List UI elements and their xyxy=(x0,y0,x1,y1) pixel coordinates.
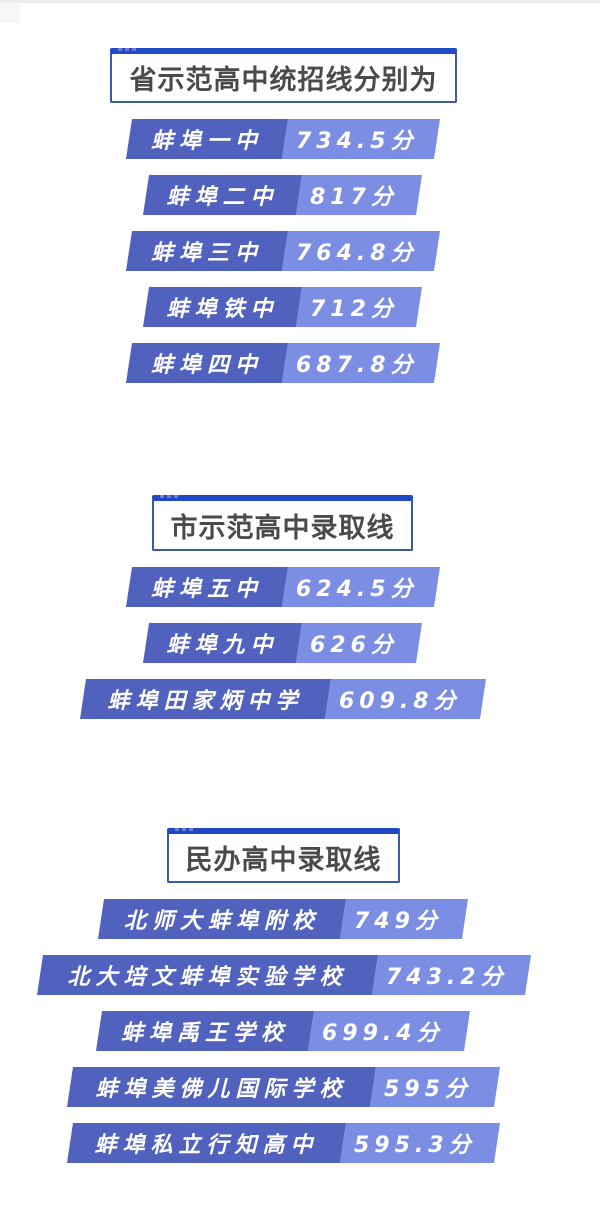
top-corner-block xyxy=(0,3,20,23)
school-name: 北师大蚌埠附校 xyxy=(98,899,346,939)
school-name: 蚌埠田家炳中学 xyxy=(80,679,331,719)
section-title-text: 民办高中录取线 xyxy=(185,845,382,876)
school-name: 蚌埠铁中 xyxy=(143,287,302,327)
section-title-text: 市示范高中录取线 xyxy=(170,512,395,544)
score-value: 626分 xyxy=(296,623,422,663)
score-row: 北大培文蚌埠实验学校 743.2分 xyxy=(37,955,531,995)
school-name: 蚌埠禹王学校 xyxy=(96,1011,314,1051)
title-dots-decoration xyxy=(118,48,136,51)
score-row: 蚌埠三中 764.8分 xyxy=(126,231,440,271)
score-row: 蚌埠四中 687.8分 xyxy=(126,343,440,383)
score-value: 764.8分 xyxy=(282,231,440,271)
school-name: 蚌埠三中 xyxy=(126,231,288,271)
score-row: 蚌埠禹王学校 699.4分 xyxy=(96,1011,470,1051)
score-row: 蚌埠私立行知高中 595.3分 xyxy=(67,1123,500,1163)
section-title-municipal: 市示范高中录取线 xyxy=(152,495,413,551)
title-dots-decoration xyxy=(175,828,193,831)
score-row: 蚌埠二中 817分 xyxy=(143,175,422,215)
school-name: 蚌埠九中 xyxy=(143,623,302,663)
school-name: 蚌埠私立行知高中 xyxy=(67,1123,346,1163)
school-name: 北大培文蚌埠实验学校 xyxy=(37,955,378,995)
school-name: 蚌埠一中 xyxy=(126,119,288,159)
section-title-private: 民办高中录取线 xyxy=(167,828,400,883)
score-row: 蚌埠九中 626分 xyxy=(143,623,422,663)
section-title-provincial: 省示范高中统招线分别为 xyxy=(110,48,457,103)
score-value: 624.5分 xyxy=(282,567,440,607)
school-name: 蚌埠四中 xyxy=(126,343,288,383)
top-divider xyxy=(0,0,600,3)
score-value: 734.5分 xyxy=(282,119,440,159)
school-name: 蚌埠五中 xyxy=(126,567,288,607)
score-row: 蚌埠一中 734.5分 xyxy=(126,119,440,159)
school-name: 蚌埠美佛儿国际学校 xyxy=(67,1067,376,1107)
score-row: 蚌埠铁中 712分 xyxy=(143,287,422,327)
school-name: 蚌埠二中 xyxy=(143,175,302,215)
score-row: 蚌埠美佛儿国际学校 595分 xyxy=(67,1067,500,1107)
score-value: 595分 xyxy=(370,1067,500,1107)
score-value: 743.2分 xyxy=(372,955,531,995)
score-value: 712分 xyxy=(296,287,422,327)
score-row: 蚌埠五中 624.5分 xyxy=(126,567,440,607)
title-dots-decoration xyxy=(160,495,178,498)
score-value: 595.3分 xyxy=(340,1123,500,1163)
score-value: 749分 xyxy=(340,899,468,939)
score-value: 687.8分 xyxy=(282,343,440,383)
score-value: 817分 xyxy=(296,175,422,215)
score-row: 蚌埠田家炳中学 609.8分 xyxy=(80,679,486,719)
score-value: 609.8分 xyxy=(325,679,486,719)
score-value: 699.4分 xyxy=(308,1011,470,1051)
score-row: 北师大蚌埠附校 749分 xyxy=(98,899,468,939)
section-title-text: 省示范高中统招线分别为 xyxy=(129,65,438,96)
